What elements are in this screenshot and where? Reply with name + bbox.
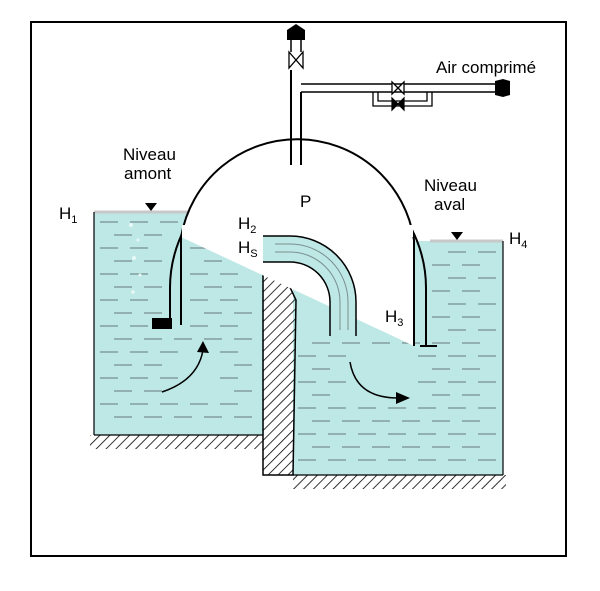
label-niveau-aval-2: aval: [434, 195, 465, 214]
valve-bypass: [391, 96, 405, 112]
label-hs: HS: [238, 238, 258, 260]
inlet-mouth: [152, 318, 172, 329]
label-air-comprime: Air comprimé: [436, 58, 536, 77]
label-niveau-amont-1: Niveau: [123, 145, 176, 164]
separating-wall: [262, 267, 297, 476]
bubbles: [129, 223, 142, 294]
top-cap: [287, 24, 305, 40]
ground-left: [90, 435, 263, 449]
label-h3: H3: [385, 307, 403, 329]
water-ripples: [100, 221, 496, 461]
flow-arrow-in: [161, 349, 204, 393]
label-p: P: [300, 192, 311, 211]
flow-arrow-out: [349, 361, 399, 399]
label-h1: H1: [59, 204, 77, 226]
valve-top: [288, 50, 304, 70]
label-h4: H4: [509, 229, 527, 251]
level-marker-aval: [451, 232, 463, 240]
valve-main: [391, 80, 405, 96]
air-inlet-cap: [495, 79, 510, 97]
label-niveau-amont-2: amont: [124, 164, 172, 183]
level-marker-amont: [145, 203, 157, 211]
ground-right: [293, 475, 506, 489]
label-niveau-aval-1: Niveau: [424, 176, 477, 195]
label-h2: H2: [238, 214, 256, 236]
jet-water: [263, 236, 356, 336]
